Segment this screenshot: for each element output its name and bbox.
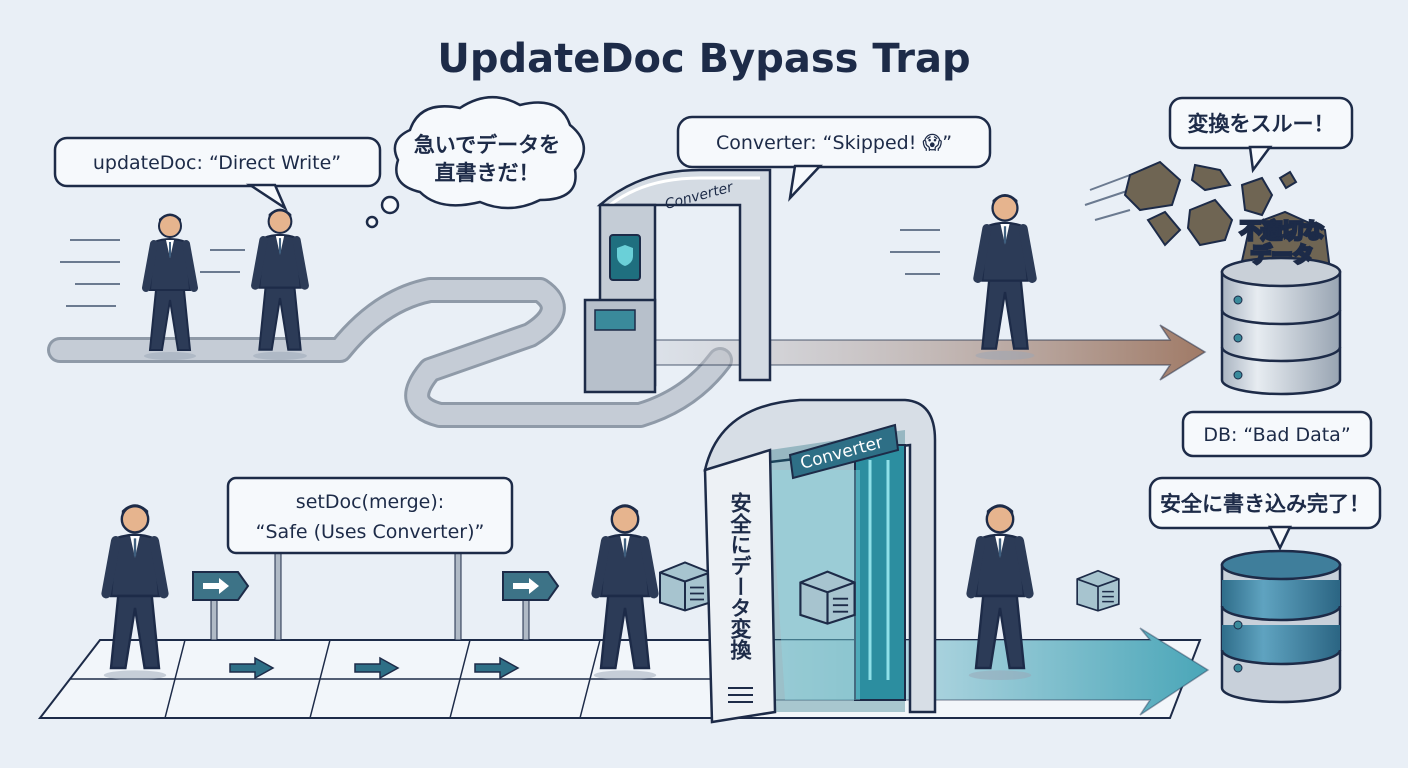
db-bad-data-label: DB: “Bad Data” xyxy=(1203,424,1350,446)
bottom-flow: setDoc(merge): “Safe (Uses Converter)” C… xyxy=(37,398,1382,724)
database-bad xyxy=(1220,256,1342,396)
bad-data-rocks xyxy=(1123,160,1332,283)
success-label: 安全に書き込み完了！ xyxy=(1160,492,1370,516)
gate-vertical-text: 安全にデータ変換 xyxy=(728,491,753,661)
db-bad-data-label-box: DB: “Bad Data” xyxy=(1181,410,1373,458)
bypass-arrow xyxy=(639,324,1207,381)
data-box-2 xyxy=(799,570,856,625)
speed-lines xyxy=(60,174,1131,307)
data-box-1 xyxy=(658,561,712,612)
database-safe xyxy=(1220,549,1342,704)
converter-skipped-label: Converter: “Skipped! 😱” xyxy=(716,132,952,154)
setdoc-sign: setDoc(merge): “Safe (Uses Converter)” xyxy=(226,476,514,641)
throwing-man xyxy=(976,194,1035,360)
skip-conversion-label: 変換をスルー！ xyxy=(1188,112,1335,136)
updatedoc-label: updateDoc: “Direct Write” xyxy=(93,152,341,174)
thought-line-2: 直書きだ！ xyxy=(435,161,540,185)
setdoc-sign-line-1: setDoc(merge): xyxy=(296,491,444,513)
setdoc-sign-line-2: “Safe (Uses Converter)” xyxy=(256,521,485,543)
data-box-3 xyxy=(1076,569,1120,612)
skip-conversion-bubble: 変換をスルー！ xyxy=(1168,96,1354,174)
shield-icon xyxy=(617,245,633,266)
direction-sign-1 xyxy=(192,571,250,641)
road-arrows xyxy=(229,656,520,680)
converter-gate-top: Converter xyxy=(583,168,772,394)
converter-gate-bottom: Converter 安全にデータ変換 xyxy=(703,398,937,724)
bad-data-label-1: 不適切な xyxy=(1240,219,1324,243)
thought-cloud: 急いでデータを 直書きだ！ xyxy=(365,95,585,229)
top-flow: updateDoc: “Direct Write” 急いでデータを 直書きだ！ … xyxy=(47,95,1373,458)
converter-skipped-bubble: Converter: “Skipped! 😱” xyxy=(676,115,992,202)
thought-line-1: 急いでデータを xyxy=(414,133,560,157)
updatedoc-bubble: updateDoc: “Direct Write” xyxy=(53,136,382,212)
winding-road-surface xyxy=(50,280,730,425)
arrow-right-icon xyxy=(513,578,539,594)
arrow-right-icon xyxy=(203,578,229,594)
bad-data-label-2: データ xyxy=(1251,243,1314,267)
page-title: UpdateDoc Bypass Trap xyxy=(437,36,970,82)
direction-sign-2 xyxy=(502,571,560,641)
success-bubble: 安全に書き込み完了！ xyxy=(1148,476,1382,551)
